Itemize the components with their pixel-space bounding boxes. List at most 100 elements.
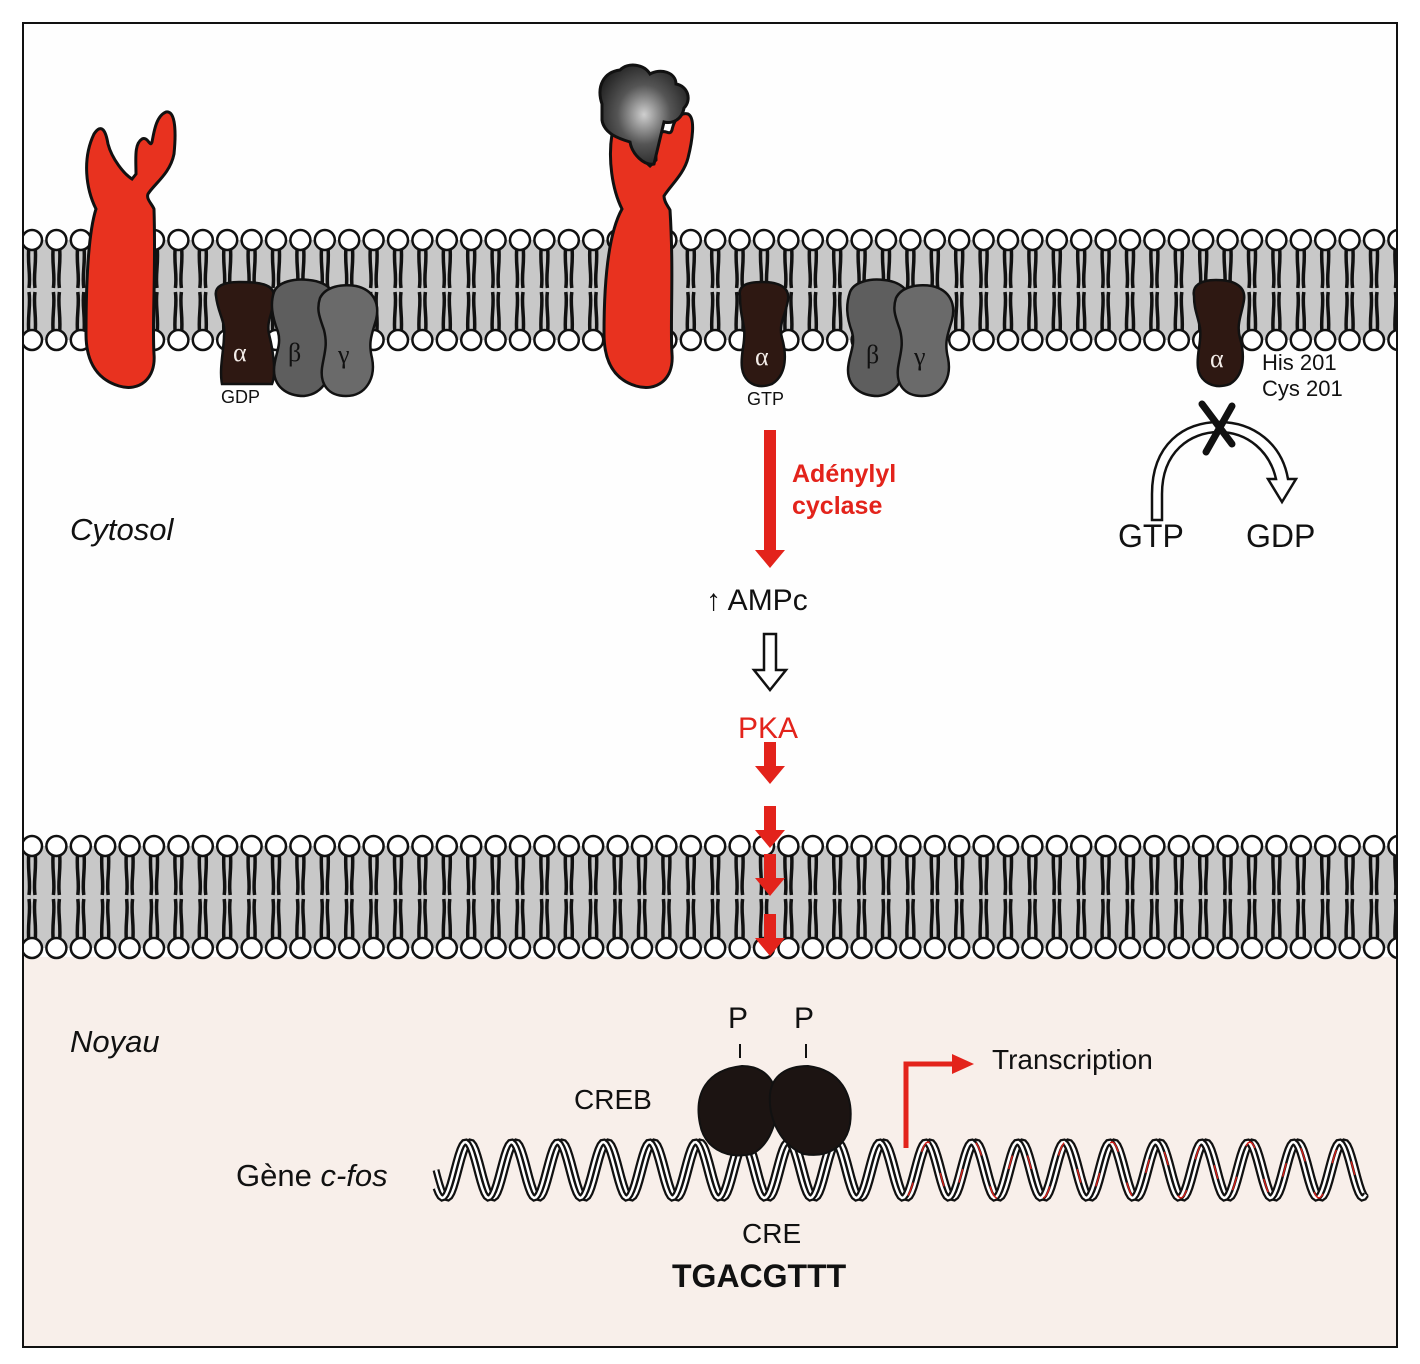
lipid-head	[655, 936, 678, 960]
lipid-head	[1118, 936, 1142, 960]
lipid-head	[825, 834, 849, 858]
lipid-head	[899, 228, 922, 252]
lipid-head	[972, 228, 995, 252]
lipid-head	[1021, 834, 1044, 858]
lipid-head	[1216, 228, 1239, 252]
lipid-head	[1313, 834, 1337, 858]
lipid-head	[1240, 834, 1264, 858]
lipid-head	[167, 328, 190, 352]
lipid-head	[313, 834, 337, 858]
adenylyl-cyclase-label-1: Adénylyl	[792, 460, 897, 488]
lipid-head	[240, 936, 263, 960]
lipid-head	[1021, 328, 1044, 352]
lipid-head	[1362, 936, 1386, 960]
lipid-head	[459, 328, 483, 352]
gtp-label: GTP	[747, 389, 785, 409]
lipid-head	[947, 228, 971, 252]
lipid-head	[630, 936, 654, 960]
lipid-head	[167, 834, 190, 858]
lipid-head	[411, 834, 434, 858]
lipid-head	[215, 834, 239, 858]
lipid-head	[703, 228, 727, 252]
lipid-head	[728, 228, 751, 252]
lipid-head	[1387, 937, 1396, 959]
lipid-head	[240, 834, 263, 858]
lipid-head	[289, 228, 312, 252]
lipid-head	[777, 936, 800, 960]
lipid-head	[1191, 228, 1215, 252]
lipid-head	[93, 936, 117, 960]
lipid-head	[557, 328, 581, 352]
lipid-head	[45, 834, 68, 858]
lipid-head	[459, 228, 483, 252]
nucleus-label: Noyau	[70, 1024, 160, 1059]
lipid-head	[923, 228, 947, 252]
lipid-head	[1143, 834, 1166, 858]
lipid-head	[996, 328, 1020, 352]
lipid-head	[1045, 228, 1069, 252]
nuclear-membrane	[24, 834, 1396, 960]
gene-label: Gène c-fos	[236, 1160, 388, 1191]
mutant-gdp-label: GDP	[1246, 518, 1316, 554]
lipid-head	[825, 936, 849, 960]
lipid-head	[1289, 228, 1313, 252]
lipid-head	[1265, 228, 1288, 252]
lipid-head	[93, 834, 117, 858]
gene-name: c-fos	[320, 1158, 388, 1193]
lipid-head	[69, 834, 93, 858]
lipid-head	[923, 834, 947, 858]
lipid-head	[630, 834, 654, 858]
phospho-label-1: P	[728, 1002, 749, 1035]
lipid-head	[1069, 228, 1093, 252]
lipid-head	[167, 936, 190, 960]
dna-strand-2-highlight	[434, 1140, 1368, 1200]
lipid-head	[1143, 328, 1166, 352]
lipid-head	[606, 834, 629, 858]
lipid-head	[1143, 936, 1166, 960]
lipid-head	[1143, 228, 1166, 252]
lipid-head	[1313, 228, 1337, 252]
lipid-head	[1118, 834, 1142, 858]
lipid-head	[1094, 228, 1117, 252]
creb-dimer	[697, 1044, 852, 1157]
lipid-head	[337, 834, 361, 858]
lipid-head	[679, 328, 703, 352]
mutation-cys201: Cys 201	[1262, 376, 1343, 401]
block-x-icon	[1198, 400, 1236, 456]
gamma-subunit	[317, 284, 379, 398]
lipid-head	[1094, 328, 1117, 352]
diagram-frame: Cytosol Noyau α β γ GDP α GTP β γ α His …	[22, 22, 1398, 1348]
lipid-head	[899, 834, 922, 858]
lipid-head	[45, 328, 68, 352]
lipid-head	[24, 936, 44, 960]
lipid-head	[1289, 834, 1313, 858]
lipid-head	[557, 834, 581, 858]
lipid-head	[337, 936, 361, 960]
lipid-head	[362, 936, 385, 960]
red-arrow-head	[755, 766, 785, 784]
beta-gamma-dimer	[846, 278, 955, 398]
lipid-head	[825, 328, 849, 352]
alpha-label-inactive: α	[233, 338, 247, 367]
lipid-head	[679, 834, 703, 858]
lipid-head	[1045, 328, 1069, 352]
lipid-head	[386, 936, 410, 960]
lipid-head	[1265, 328, 1288, 352]
lipid-head	[411, 936, 434, 960]
lipid-head	[728, 834, 751, 858]
lipid-head	[996, 228, 1020, 252]
phospho-label-2: P	[794, 1002, 815, 1035]
gtp-hydrolysis-arrow	[1150, 420, 1299, 522]
lipid-head	[411, 328, 434, 352]
lipid-head	[1240, 936, 1264, 960]
lipid-head	[386, 328, 410, 352]
lipid-head	[581, 228, 605, 252]
lipid-head	[508, 936, 532, 960]
lipid-head	[337, 228, 361, 252]
red-arrow-shaft	[764, 742, 776, 766]
lipid-head	[533, 936, 556, 960]
lipid-head	[947, 936, 971, 960]
lipid-head	[850, 834, 873, 858]
lipid-head	[874, 834, 898, 858]
adenylyl-cyclase-label-2: cyclase	[792, 492, 883, 520]
